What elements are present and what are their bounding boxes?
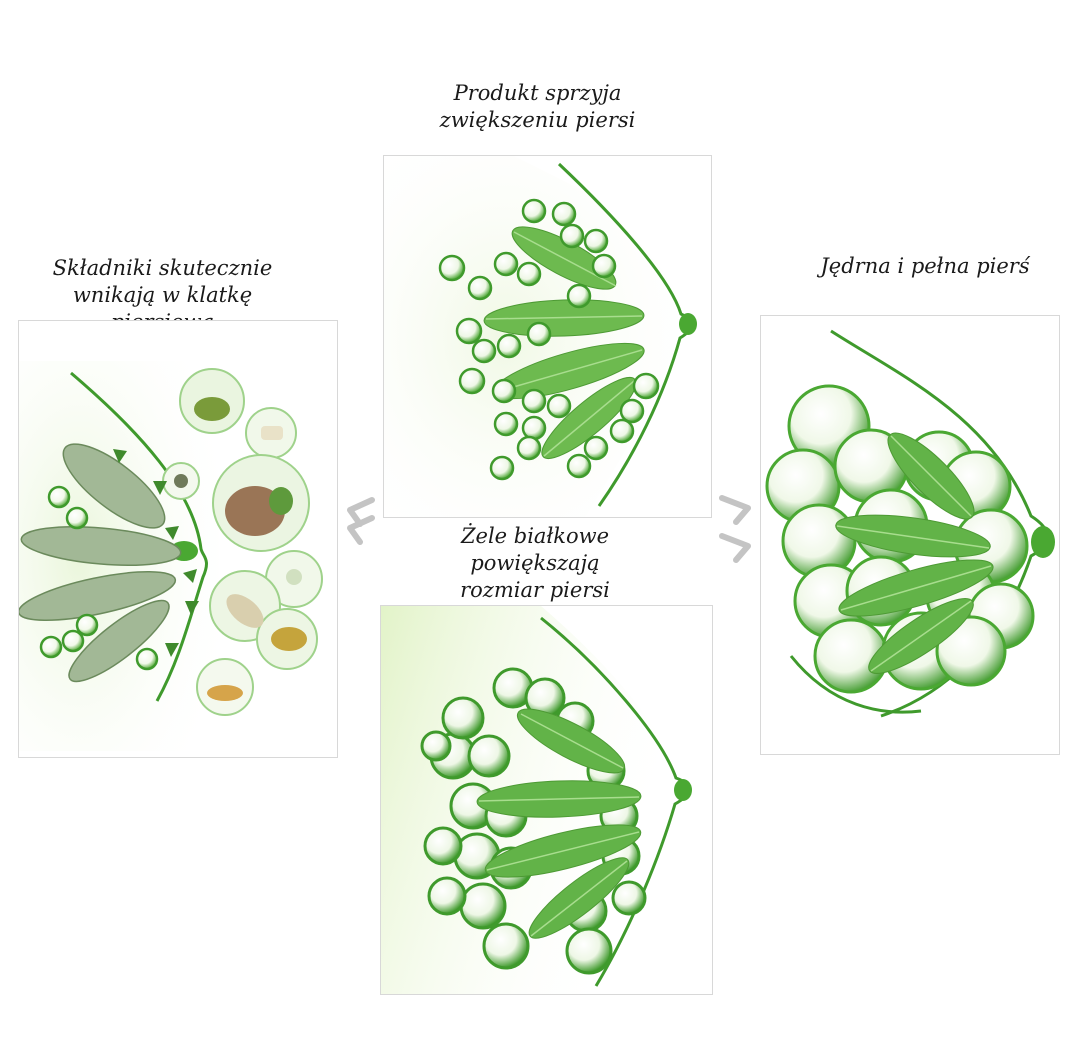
lobe-group: [19, 443, 182, 683]
nipple: [679, 313, 697, 335]
double-chevron-arrow-icon: [347, 497, 375, 545]
breast-curve-lower: [789, 655, 922, 714]
nipple: [1031, 526, 1055, 558]
panel-protein-gels: [380, 605, 713, 995]
caption-firm-full: Jędrna i pełna pierś: [820, 254, 1030, 278]
penetration-arrows: [113, 449, 199, 657]
ingredient-contents: [174, 397, 307, 701]
gel-bubbles-front: [420, 696, 647, 975]
panel-firm-full: [760, 315, 1060, 755]
stage-arrow-left: [347, 497, 375, 545]
caption-product: Produkt sprzyja zwiększeniu piersi: [439, 81, 636, 132]
panel-ingredients: [18, 320, 338, 758]
double-chevron-arrow-icon: [719, 495, 751, 563]
caption-protein-gels: Żele białkowe powiększają rozmiar piersi: [460, 524, 610, 602]
stage-arrow-right: [719, 495, 751, 563]
breast-outline: [70, 371, 208, 702]
growth-bubbles: [438, 198, 660, 481]
leaf-veins: [478, 713, 640, 937]
small-bubbles: [39, 485, 159, 671]
nipple: [674, 779, 692, 801]
panel-enlargement: [383, 155, 712, 518]
leaf-veins: [836, 435, 992, 672]
